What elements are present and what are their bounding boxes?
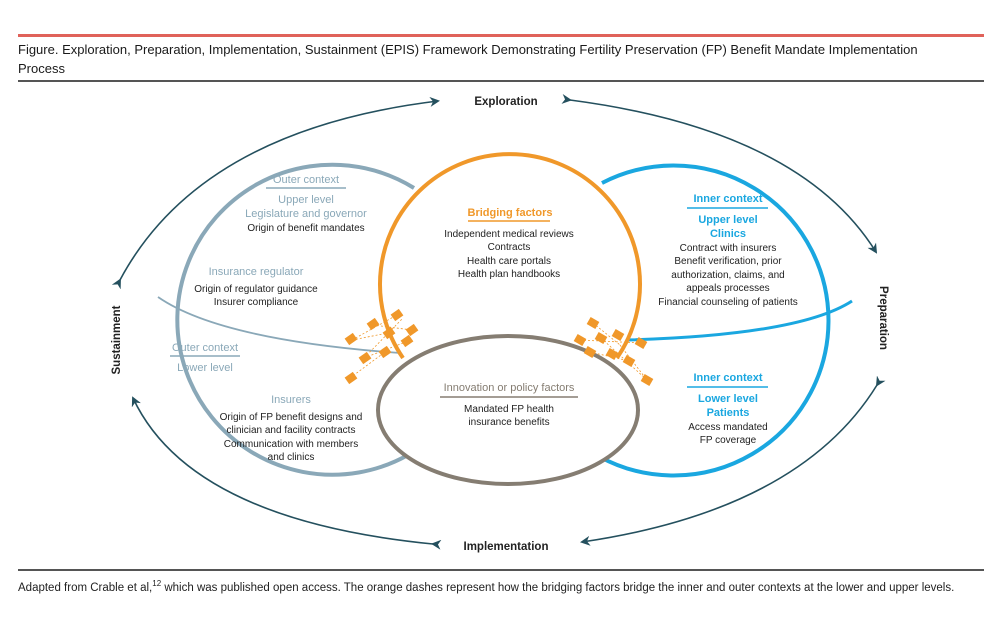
footnote-ref: 12 (152, 579, 162, 588)
outer-upper-item: Origin of benefit mandates (247, 223, 364, 234)
figure-footnote: Adapted from Crable et al,12 which was p… (18, 575, 968, 597)
bridging-item: Independent medical reviews (444, 229, 574, 240)
innovation-heading: Innovation or policy factors (444, 382, 575, 394)
inner-context-divider (627, 299, 853, 342)
outer-context-circle (175, 162, 416, 477)
inner-upper-level: Upper level (698, 214, 757, 226)
inner-upper-item: authorization, claims, and (671, 270, 784, 281)
inner-upper-item: Financial counseling of patients (658, 297, 798, 308)
title-divider (18, 80, 984, 82)
inner-lower-item: Access mandated (688, 422, 768, 433)
phase-preparation: Preparation (877, 286, 889, 350)
phase-sustainment: Sustainment (111, 305, 123, 374)
accent-rule (18, 34, 984, 37)
insurers-item: Origin of FP benefit designs and (220, 412, 363, 423)
insurers-item: clinician and facility contracts (227, 425, 356, 436)
bridging-markers-right (573, 317, 654, 386)
figure-title: Figure. Exploration, Preparation, Implem… (18, 42, 918, 76)
outer-upper-actor: Legislature and governor (245, 208, 367, 220)
inner-lower-actor: Patients (707, 407, 750, 419)
bridging-item: Health care portals (467, 256, 551, 267)
inner-upper-item: appeals processes (686, 283, 769, 294)
arrow-preparation-implementation (580, 375, 886, 546)
bridging-markers-left (344, 308, 419, 385)
outer-context-divider (157, 296, 401, 354)
bridging-heading: Bridging factors (468, 207, 553, 219)
inner-lower-level: Lower level (698, 393, 758, 405)
phase-implementation: Implementation (464, 541, 549, 553)
inner-context-circle (599, 163, 831, 478)
inner-lower-heading: Inner context (693, 372, 762, 384)
outer-upper-heading: Outer context (273, 174, 339, 186)
insurers-item: Communication with members (224, 439, 359, 450)
bridging-factors-circle (378, 152, 642, 360)
phase-exploration: Exploration (474, 96, 537, 108)
inner-upper-item: Benefit verification, prior (674, 256, 782, 267)
bridging-item: Health plan handbooks (458, 269, 560, 280)
insurers-item: and clinics (268, 452, 315, 463)
outer-lower-heading: Outer context (172, 342, 238, 354)
regulator-item: Insurer compliance (214, 297, 299, 308)
outer-lower-level: Lower level (177, 362, 233, 374)
regulator-item: Origin of regulator guidance (194, 284, 318, 295)
outer-upper-level: Upper level (278, 194, 334, 206)
arrow-implementation-sustainment (131, 396, 442, 550)
inner-upper-item: Contract with insurers (680, 243, 777, 254)
footnote-divider (18, 569, 984, 571)
arrow-sustainment-exploration (111, 97, 440, 290)
inner-upper-heading: Inner context (693, 193, 762, 205)
footnote-suffix: which was published open access. The ora… (161, 581, 955, 594)
innovation-item: Mandated FP health (464, 404, 554, 415)
innovation-ellipse (376, 334, 640, 486)
inner-upper-actor: Clinics (710, 228, 746, 240)
bridging-item: Contracts (488, 242, 531, 253)
inner-lower-item: FP coverage (700, 435, 757, 446)
innovation-item: insurance benefits (468, 417, 549, 428)
arrow-exploration-preparation (561, 94, 878, 254)
insurers-heading: Insurers (271, 394, 311, 406)
regulator-heading: Insurance regulator (209, 266, 304, 278)
footnote-prefix: Adapted from Crable et al, (18, 581, 153, 594)
